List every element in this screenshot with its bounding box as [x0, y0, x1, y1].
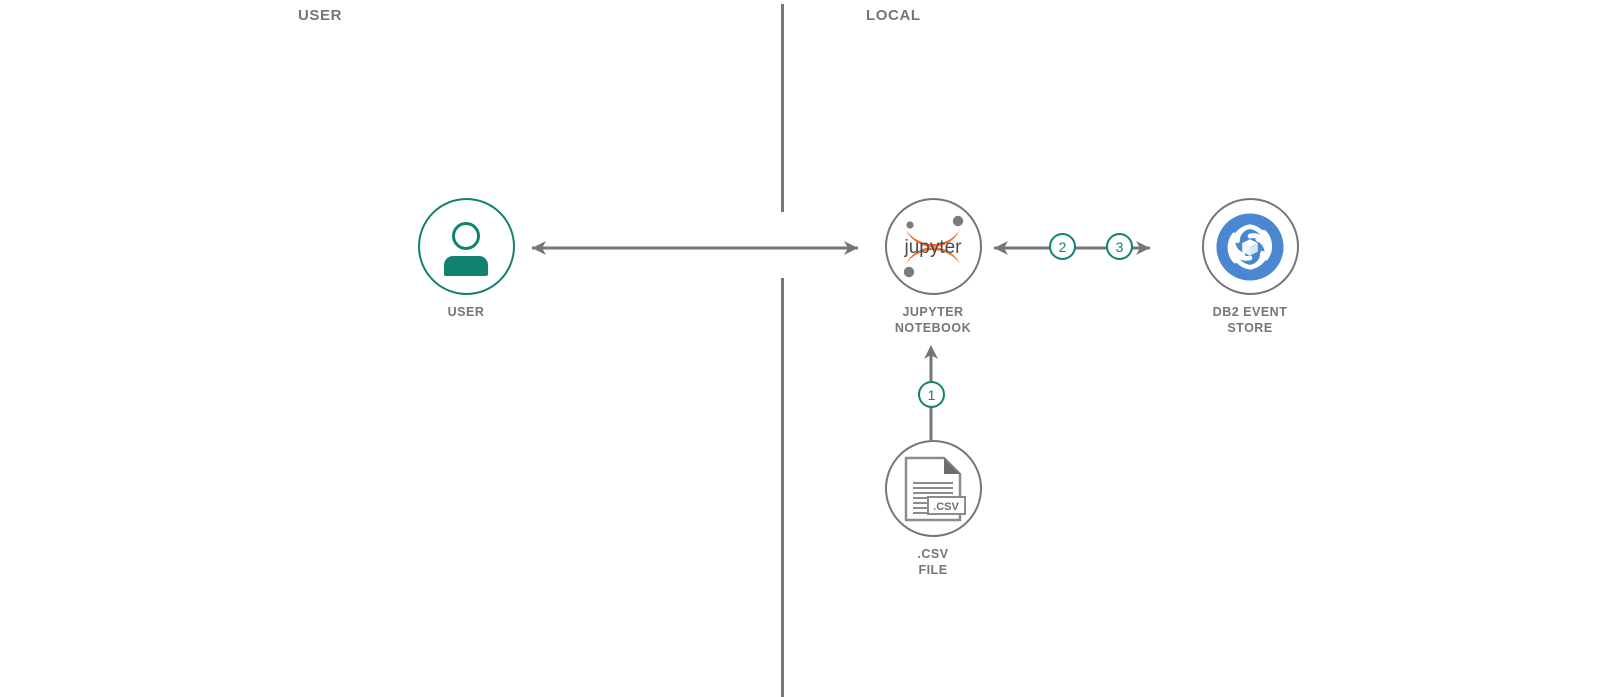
- connector-user-jupyter: [518, 228, 868, 273]
- db2-cube-shape: [1242, 238, 1258, 256]
- node-jupyter-label-line-1: JUPYTER: [902, 305, 964, 319]
- arrowhead-left: [994, 241, 1008, 255]
- zone-divider-bottom: [781, 278, 784, 697]
- zone-header-local: LOCAL: [866, 7, 921, 24]
- user-body-shape: [444, 255, 488, 276]
- node-jupyter-label-line-2: NOTEBOOK: [894, 321, 972, 335]
- step-badge-1[interactable]: 1: [918, 381, 945, 408]
- node-user-circle: [417, 198, 515, 295]
- step-badge-2[interactable]: 2: [1049, 233, 1076, 260]
- connector-user-jupyter-svg: [532, 241, 858, 255]
- csv-file-badge-text: .CSV: [933, 501, 959, 513]
- node-csv-file[interactable]: .CSV .CSV FILE: [838, 440, 1028, 578]
- node-jupyter-circle: jupyter: [884, 198, 982, 295]
- zone-header-user: USER: [298, 7, 343, 24]
- jupyter-logo-icon: jupyter: [890, 204, 976, 290]
- db2-event-store-icon: [1211, 208, 1289, 286]
- jupyter-logo-svg: jupyter: [903, 215, 964, 277]
- user-head-shape: [452, 221, 480, 250]
- node-db2-event-store[interactable]: DB2 EVENT STORE: [1155, 198, 1345, 336]
- csv-file-icon: .CSV: [900, 454, 966, 524]
- node-csv-label: .CSV FILE: [838, 546, 1028, 578]
- zone-divider-top: [781, 4, 784, 212]
- jupyter-wordmark-text: jupyter: [903, 237, 962, 258]
- node-jupyter-notebook[interactable]: jupyter JUPYTER NOTEBOOK: [838, 198, 1028, 336]
- db2-event-store-svg: [1216, 212, 1284, 281]
- node-user-label-line-1: USER: [447, 305, 485, 319]
- node-csv-label-line-1: .CSV: [917, 547, 949, 561]
- user-icon: [437, 218, 495, 276]
- node-user-label: USER: [371, 304, 561, 320]
- node-db2-label-line-2: STORE: [1227, 321, 1273, 335]
- node-jupyter-label: JUPYTER NOTEBOOK: [838, 304, 1028, 336]
- csv-file-svg: .CSV: [904, 456, 966, 521]
- step-badge-3[interactable]: 3: [1106, 233, 1133, 260]
- node-csv-label-line-2: FILE: [918, 563, 948, 577]
- node-db2-label: DB2 EVENT STORE: [1155, 304, 1345, 336]
- arrowhead-up: [924, 345, 938, 359]
- node-user[interactable]: USER: [371, 198, 561, 320]
- node-db2-circle: [1201, 198, 1299, 295]
- arrowhead-right: [844, 241, 858, 255]
- arrowhead-right: [1136, 241, 1150, 255]
- node-csv-circle: .CSV: [884, 440, 982, 537]
- node-db2-label-line-1: DB2 EVENT: [1212, 305, 1288, 319]
- arrowhead-left: [532, 241, 546, 255]
